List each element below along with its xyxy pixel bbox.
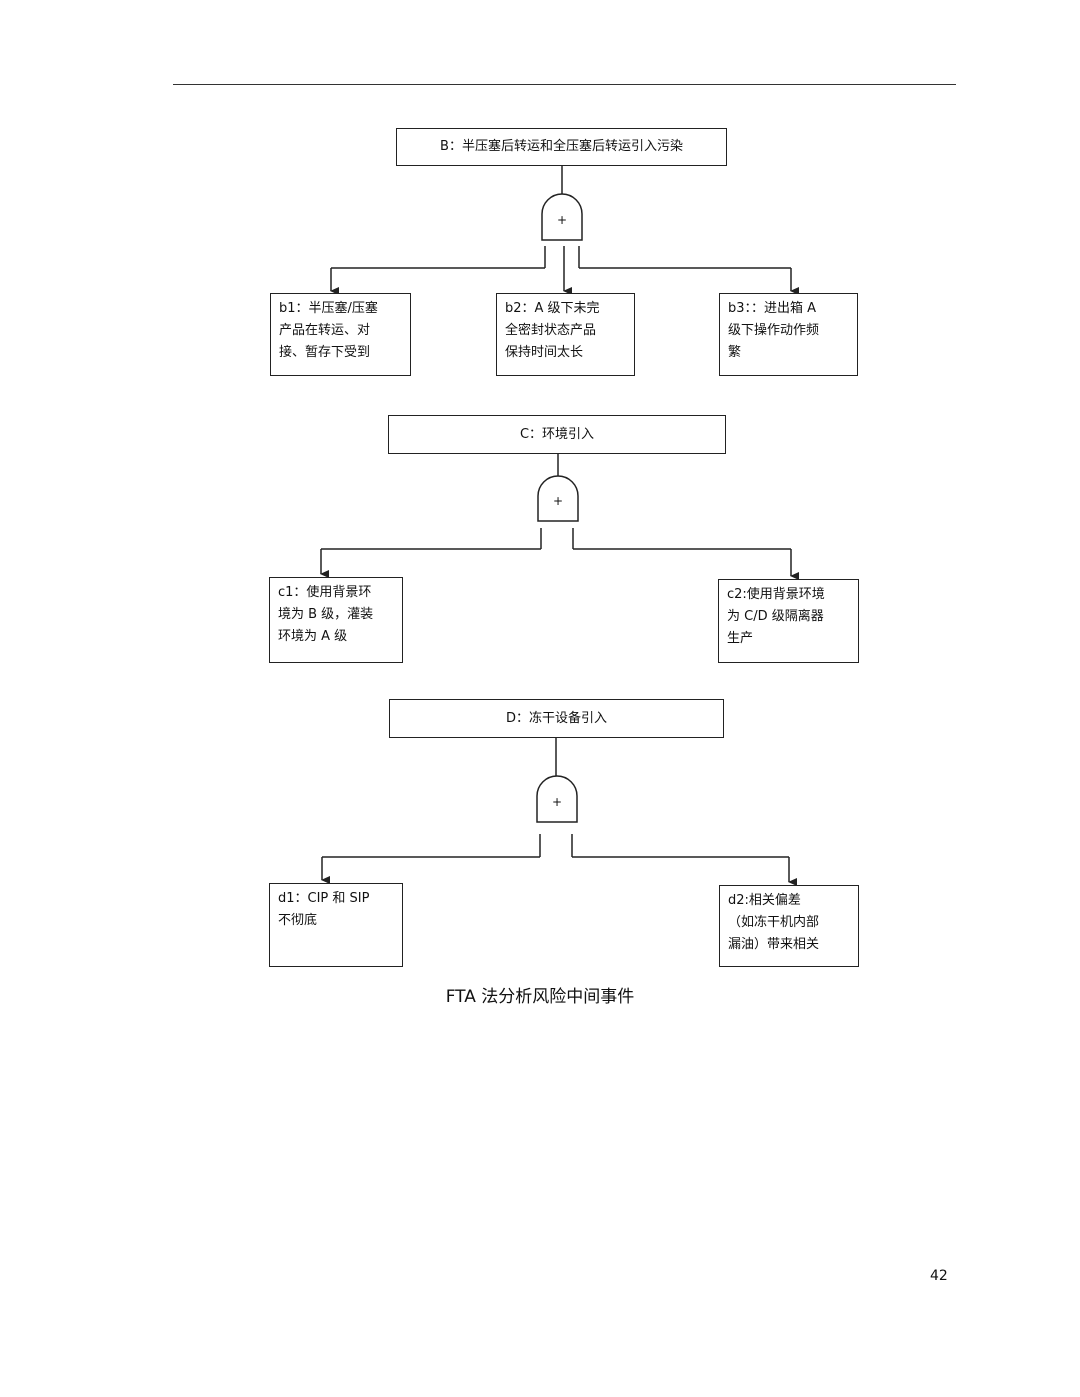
header-rule: [173, 84, 956, 85]
event-c2-box: c2:使用背景环境 为 C/D 级隔离器 生产: [718, 579, 859, 663]
gate-b-symbol: +: [556, 213, 568, 227]
gate-d-symbol: +: [551, 795, 563, 809]
event-d1-text: d1：CIP 和 SIP 不彻底: [278, 891, 370, 928]
or-gate-d: [536, 775, 578, 823]
event-b2-text: b2：A 级下未完 全密封状态产品 保持时间太长: [505, 301, 600, 360]
event-b-title-box: B：半压塞后转运和全压塞后转运引入污染: [396, 128, 727, 166]
event-d-title: D：冻干设备引入: [505, 710, 607, 726]
event-d1-box: d1：CIP 和 SIP 不彻底: [269, 883, 403, 967]
event-c-title-box: C：环境引入: [388, 415, 726, 454]
page-number: 42: [930, 1268, 948, 1284]
figure-caption: FTA 法分析风险中间事件: [445, 987, 635, 1007]
event-b3-box: b3：：进出箱 A 级下操作动作频 繁: [719, 293, 858, 376]
event-b1-text: b1：半压塞/压塞 产品在转运、对 接、暂存下受到: [279, 301, 378, 360]
event-c-title: C：环境引入: [519, 426, 595, 442]
event-b1-box: b1：半压塞/压塞 产品在转运、对 接、暂存下受到: [270, 293, 411, 376]
or-gate-c: [537, 475, 579, 522]
event-d-title-box: D：冻干设备引入: [389, 699, 724, 738]
event-c2-text: c2:使用背景环境 为 C/D 级隔离器 生产: [727, 587, 825, 646]
event-c1-box: c1：使用背景环 境为 B 级，灌装 环境为 A 级: [269, 577, 403, 663]
or-gate-b: [541, 193, 583, 241]
event-b3-text: b3：：进出箱 A 级下操作动作频 繁: [728, 301, 820, 360]
event-c1-text: c1：使用背景环 境为 B 级，灌装 环境为 A 级: [278, 585, 374, 644]
event-d2-text: d2:相关偏差 （如冻干机内部 漏油）带来相关: [728, 893, 820, 952]
event-d2-box: d2:相关偏差 （如冻干机内部 漏油）带来相关: [719, 885, 859, 967]
event-b-title: B：半压塞后转运和全压塞后转运引入污染: [440, 139, 683, 154]
gate-c-symbol: +: [552, 494, 564, 508]
event-b2-box: b2：A 级下未完 全密封状态产品 保持时间太长: [496, 293, 635, 376]
